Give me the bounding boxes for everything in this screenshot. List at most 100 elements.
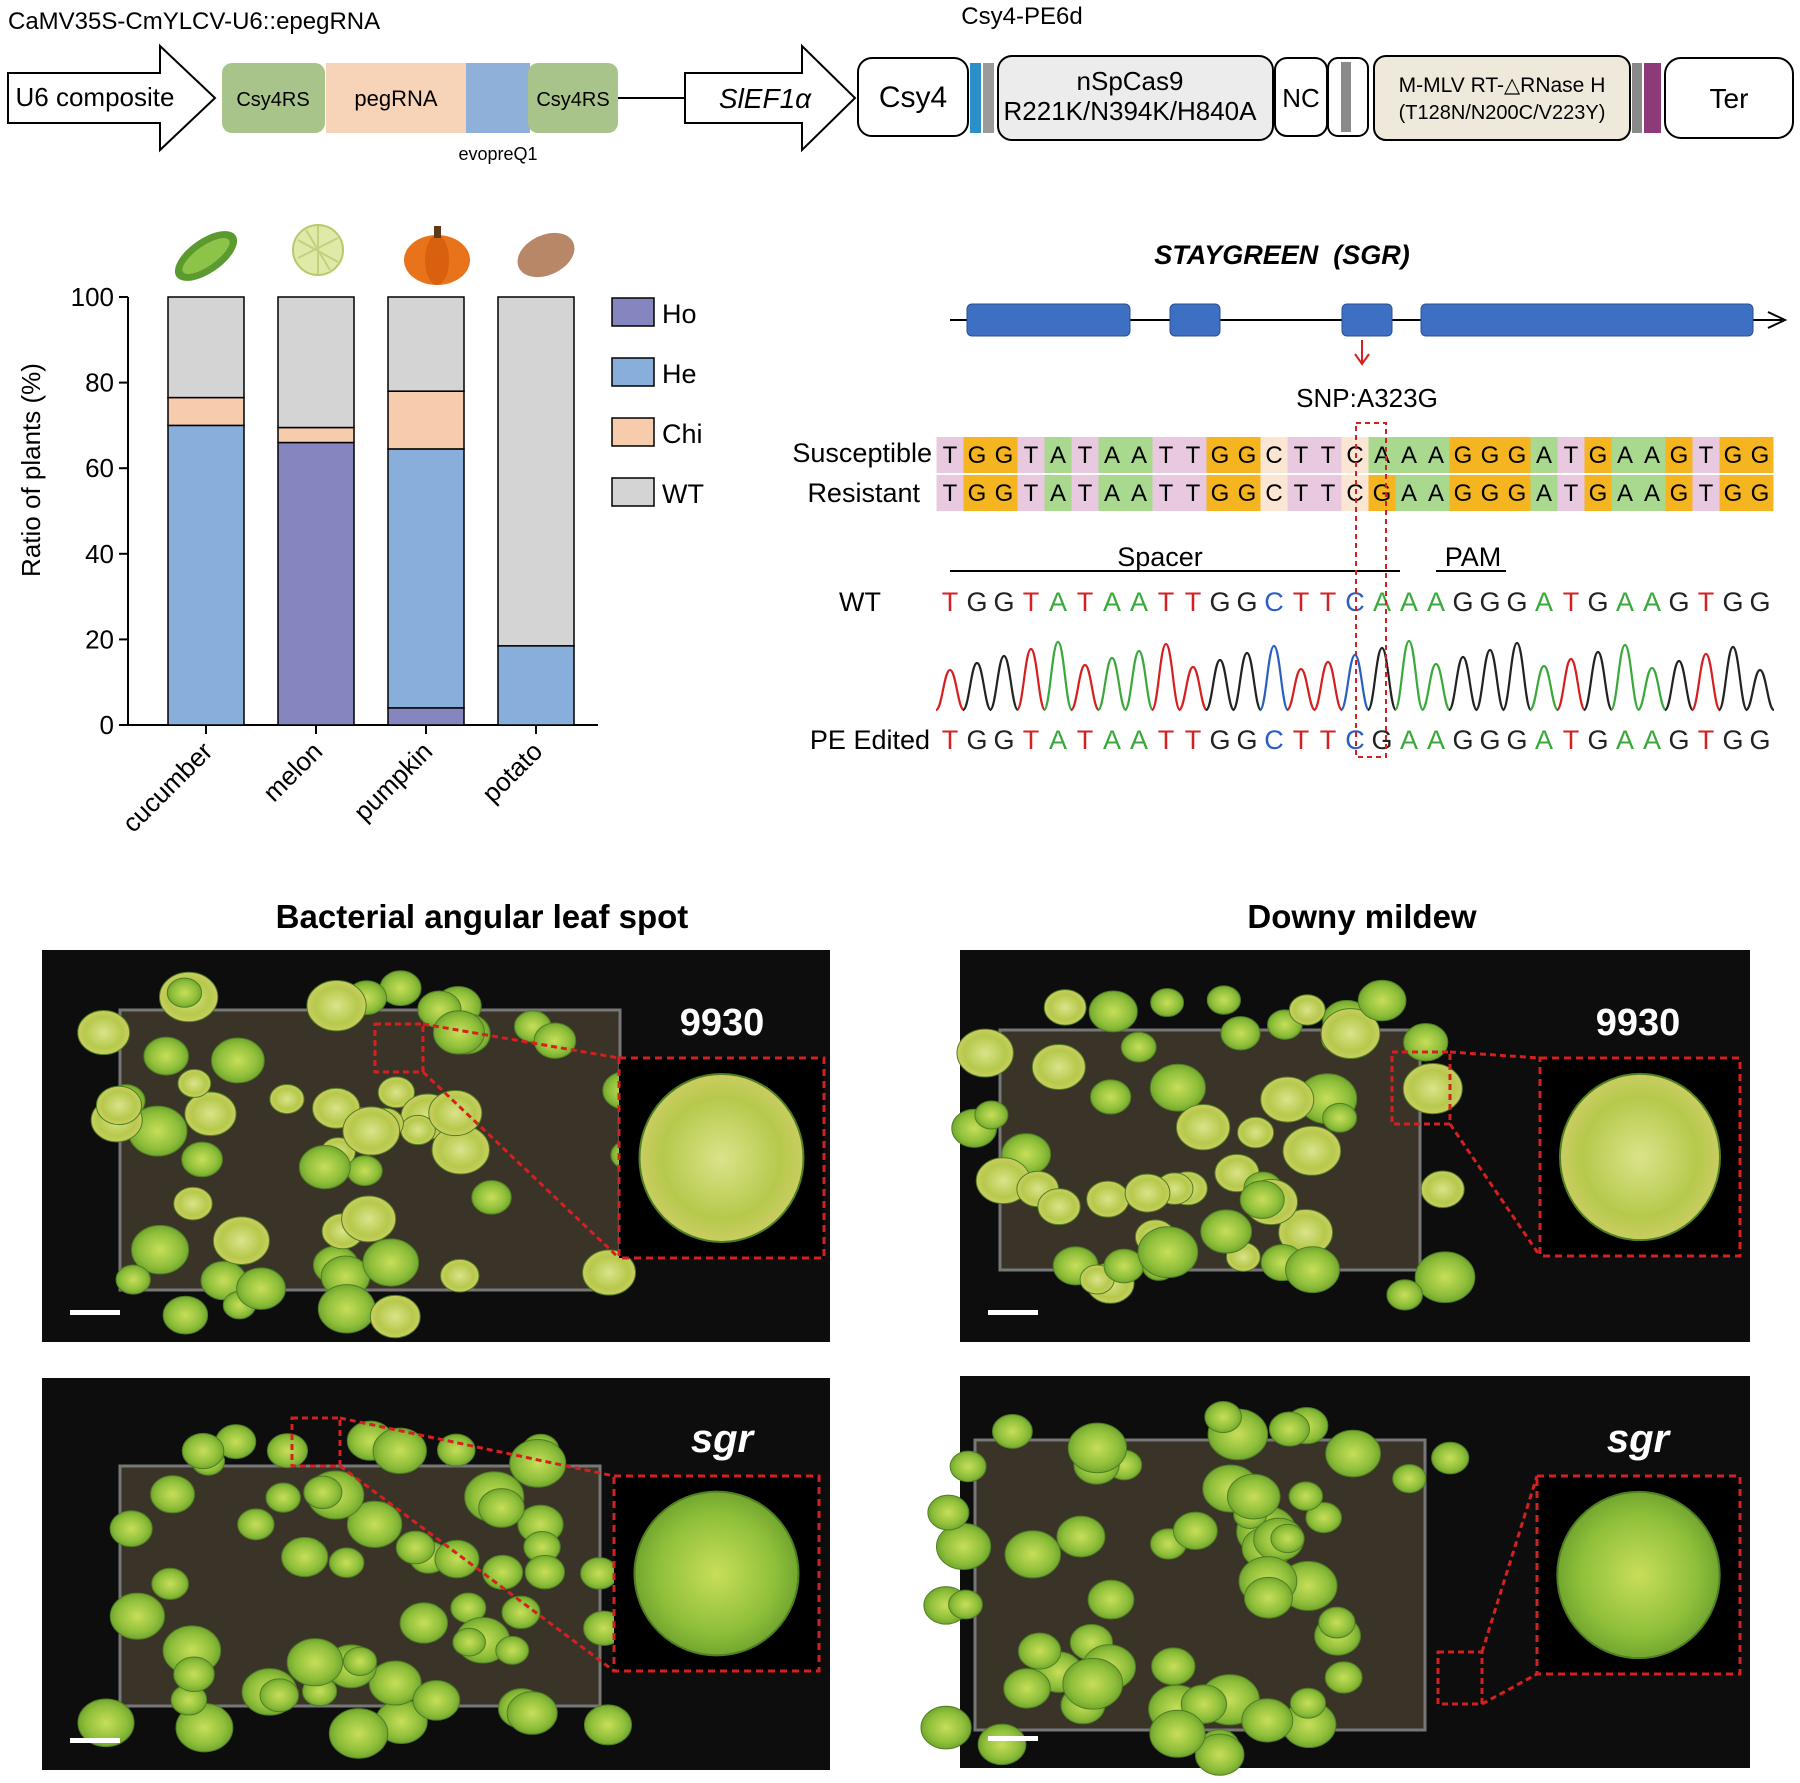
base-cell <box>1314 475 1342 511</box>
base-letter: A <box>1401 442 1417 469</box>
chromatogram-peak <box>934 668 966 712</box>
snp-highlight-box <box>1355 422 1387 758</box>
base-cell <box>1557 437 1585 473</box>
chromatogram-peak <box>1204 658 1236 712</box>
seedling-leaf <box>1087 1579 1135 1620</box>
base-letter: G <box>1589 480 1608 507</box>
base-cell <box>1557 475 1585 511</box>
seedling-leaf <box>436 1433 476 1467</box>
seedling-leaf <box>1402 1063 1463 1115</box>
bar-segment-chi <box>167 396 245 427</box>
base-letter: A <box>1130 587 1148 617</box>
base-cell <box>1692 437 1720 473</box>
bar-segment-he <box>387 448 465 709</box>
linker-purple <box>1644 63 1661 133</box>
chromatogram-peak <box>1312 660 1344 712</box>
base-cell <box>1017 475 1045 511</box>
bar-segment-wt <box>167 296 245 399</box>
base-cell <box>1287 437 1315 473</box>
chromatogram-peak <box>1069 663 1101 712</box>
base-letter: G <box>1668 587 1689 617</box>
bar-segment-he <box>497 645 575 726</box>
seedling-leaf <box>1220 1016 1261 1051</box>
seedling-leaf <box>109 1592 166 1640</box>
csy4rs-box-1 <box>222 63 325 133</box>
zoom-connector <box>421 1070 621 1260</box>
pegrna-box <box>326 63 466 133</box>
legend-swatch <box>611 357 655 387</box>
seedling-leaf <box>1120 1031 1157 1063</box>
base-letter: G <box>1209 725 1230 755</box>
seedling-leaf <box>131 1224 190 1275</box>
potato-icon <box>517 232 575 278</box>
seedling-leaf <box>948 1589 983 1620</box>
seedling-leaf <box>1200 1209 1253 1254</box>
base-letter: G <box>1373 480 1392 507</box>
bar-segment-ho <box>387 707 465 726</box>
seedling-leaf <box>582 1249 637 1296</box>
seedling-leaf <box>1175 1104 1231 1151</box>
base-letter: G <box>1506 725 1527 755</box>
seedling-leaf <box>1194 1733 1245 1776</box>
base-cell <box>1476 475 1504 511</box>
rt-line2: (T128N/N200C/V223Y) <box>1399 102 1606 124</box>
base-letter: G <box>1481 442 1500 469</box>
base-cell <box>1584 437 1612 473</box>
base-letter: G <box>1452 725 1473 755</box>
base-cell <box>1152 437 1180 473</box>
seedling-leaf <box>259 1678 300 1713</box>
seedling-leaf <box>1043 989 1087 1026</box>
base-letter: T <box>1024 480 1039 507</box>
seedling-leaf <box>1322 1102 1358 1133</box>
base-cell <box>1206 475 1234 511</box>
chromatogram-peak <box>988 654 1020 712</box>
base-cell <box>1395 437 1423 473</box>
bar-segment-ho <box>277 441 355 726</box>
base-cell <box>1530 475 1558 511</box>
pe-edited-label: PE Edited <box>810 725 930 755</box>
seedling-leaf <box>372 1427 427 1474</box>
seedling-leaf <box>177 1068 212 1098</box>
seedling-leaf <box>1239 1180 1285 1219</box>
mmlv-rt-box <box>1373 55 1631 141</box>
bl-genotype-label: sgr <box>691 1417 756 1461</box>
seedling-leaf <box>173 1656 215 1693</box>
chromatogram-peak <box>1015 647 1047 712</box>
base-letter: A <box>1643 587 1661 617</box>
zoom-connector <box>1480 1475 1539 1653</box>
seedling-leaf <box>362 1238 420 1287</box>
seedling-leaf <box>212 1216 270 1265</box>
u6-label: U6 composite <box>16 82 175 112</box>
base-cell <box>1638 475 1666 511</box>
seedling-leaf <box>936 1522 992 1571</box>
legend-swatch <box>611 417 655 447</box>
seedling-leaf <box>1004 1530 1062 1579</box>
seedling-leaf <box>1288 1481 1324 1511</box>
zoom-source-box <box>290 1416 342 1468</box>
base-letter: G <box>1749 725 1770 755</box>
spacer-label: Spacer <box>1117 542 1203 572</box>
base-cell <box>1125 475 1153 511</box>
base-letter: G <box>1587 587 1608 617</box>
base-letter: A <box>1103 587 1121 617</box>
seedling-leaf <box>452 1627 486 1657</box>
exon-3 <box>1341 303 1393 337</box>
base-cell <box>1368 437 1396 473</box>
zoom-connector <box>339 1464 615 1673</box>
bar-segment-wt <box>277 296 355 429</box>
base-letter: T <box>1321 442 1336 469</box>
seedling-leaf <box>237 1508 275 1541</box>
linker-grey-1 <box>983 63 994 133</box>
construct-diagram: CaMV35S-CmYLCV-U6::epegRNA Csy4-PE6d U6 … <box>7 3 1794 164</box>
base-letter: T <box>1294 480 1309 507</box>
base-letter: A <box>1401 480 1417 507</box>
seedling-leaf <box>286 1638 344 1687</box>
base-cell <box>1233 475 1261 511</box>
cucumber-icon <box>174 231 238 281</box>
base-cell <box>1692 475 1720 511</box>
base-letter: G <box>1587 725 1608 755</box>
chromatogram-peak <box>1042 640 1074 712</box>
seedling-leaf <box>1420 1170 1465 1209</box>
base-cell <box>936 475 964 511</box>
